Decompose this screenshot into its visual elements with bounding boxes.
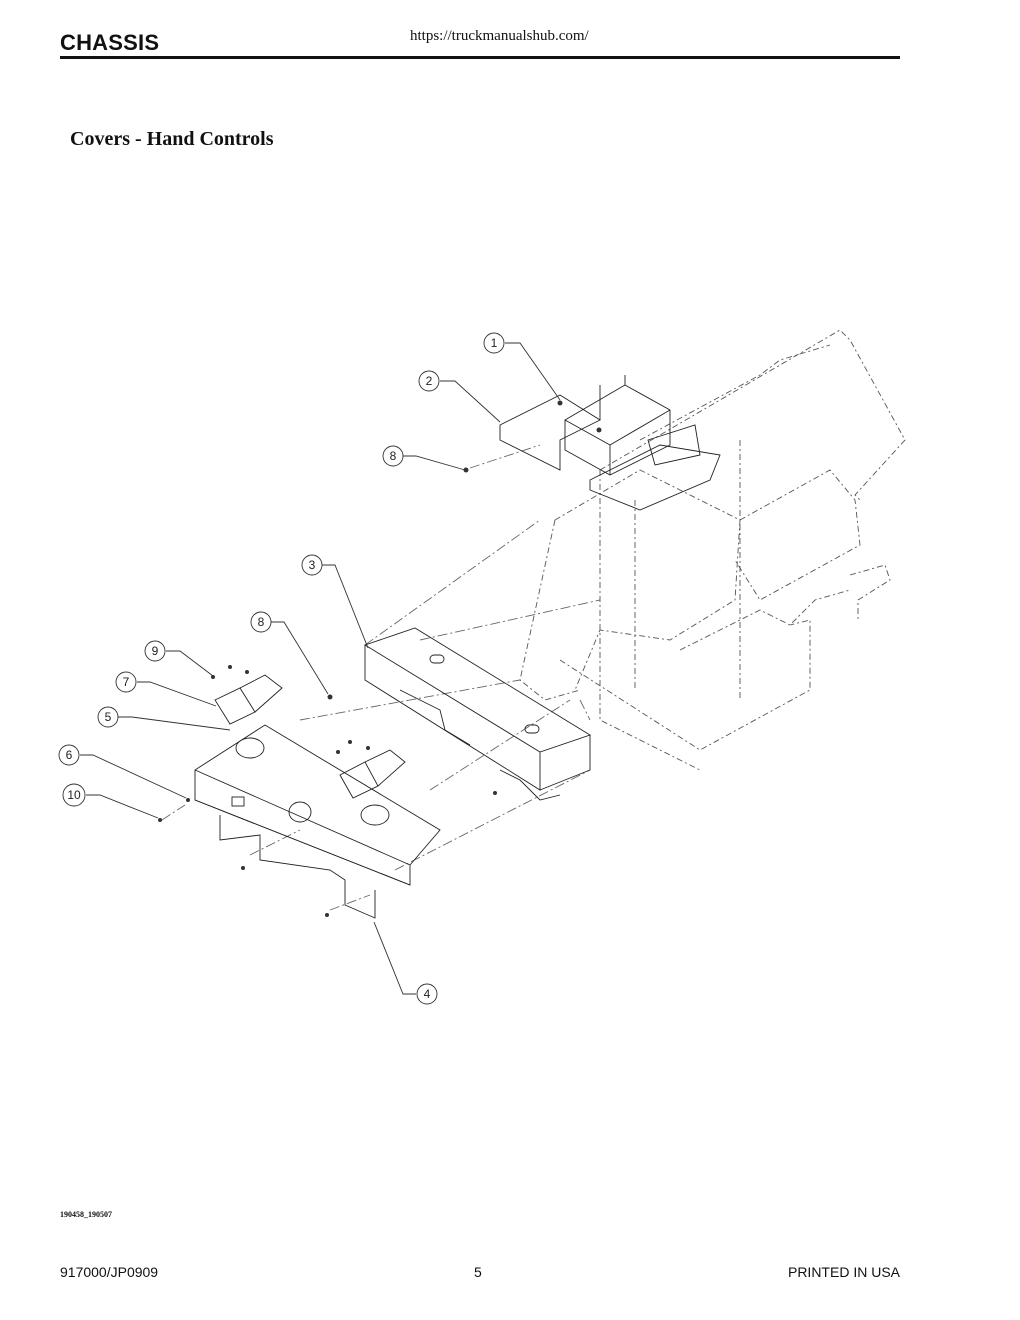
callout-7: 7: [123, 675, 130, 689]
callout-leaders: [80, 342, 561, 995]
callout-10: 10: [67, 788, 81, 802]
callout-5: 5: [105, 710, 112, 724]
callout-9: 9: [152, 644, 159, 658]
source-url[interactable]: https://truckmanualshub.com/: [410, 28, 589, 44]
footer-printed: PRINTED IN USA: [787, 1264, 900, 1280]
callout-circles: [58, 332, 505, 1005]
rear-cover-channel: [363, 627, 592, 801]
footer-part-number: 917000/JP0909: [60, 1264, 159, 1280]
projection-lines: [161, 444, 601, 911]
header-rule: [60, 56, 900, 59]
section-title: Covers - Hand Controls: [70, 128, 274, 150]
callout-2: 2: [426, 374, 433, 388]
callout-1: 1: [491, 336, 498, 350]
callout-labels: 1 2 8 3 8 9 7 5 6 10 4: [66, 336, 498, 1001]
callout-4: 4: [424, 987, 431, 1001]
chassis-frame-outline: [519, 329, 906, 771]
callout-8-lower: 8: [258, 615, 265, 629]
upper-control-bracket: [499, 375, 721, 511]
front-cover-panel: [194, 724, 441, 919]
callout-8-upper: 8: [390, 449, 397, 463]
drawing-id: 190458_190507: [60, 1210, 112, 1219]
fasteners: [158, 400, 602, 917]
callout-6: 6: [66, 748, 73, 762]
hand-control-brackets: [214, 674, 406, 799]
callout-3: 3: [309, 558, 316, 572]
chapter-title: CHASSIS: [60, 30, 160, 55]
footer-page-number: 5: [474, 1264, 482, 1280]
